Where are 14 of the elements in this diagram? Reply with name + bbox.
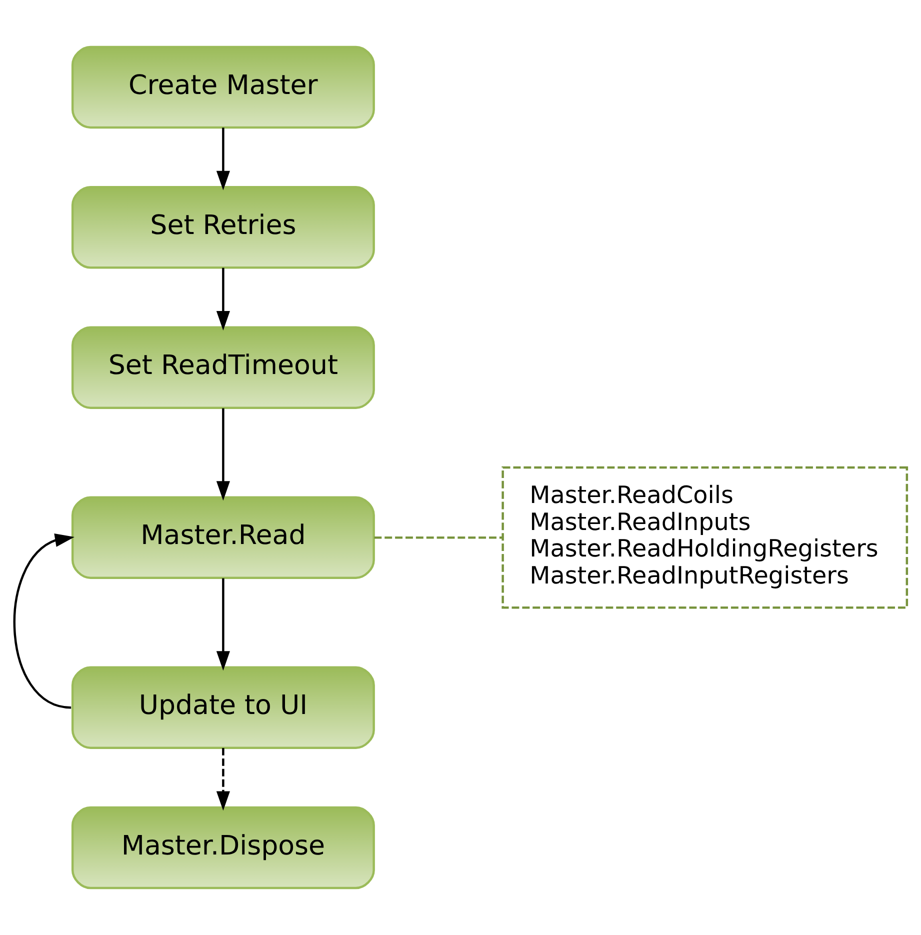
arrow [14,533,74,709]
arrow [216,748,230,811]
arrow [216,578,230,671]
node-box: Update to UI [71,666,375,749]
arrow [216,268,230,330]
node-box: Set ReadTimeout [71,326,375,409]
node-box: Master.Dispose [71,806,375,890]
node-box: Master.Read [71,496,375,579]
node-box: Set Retries [71,186,375,269]
arrow [216,408,230,501]
node-box: Master.ReadCoils Master.ReadInputs Master.ReadHoldingRegisters Master.ReadInputRegisters [502,466,908,609]
connector [374,536,503,539]
node-box: Create Master [71,46,375,129]
arrow [216,128,230,190]
